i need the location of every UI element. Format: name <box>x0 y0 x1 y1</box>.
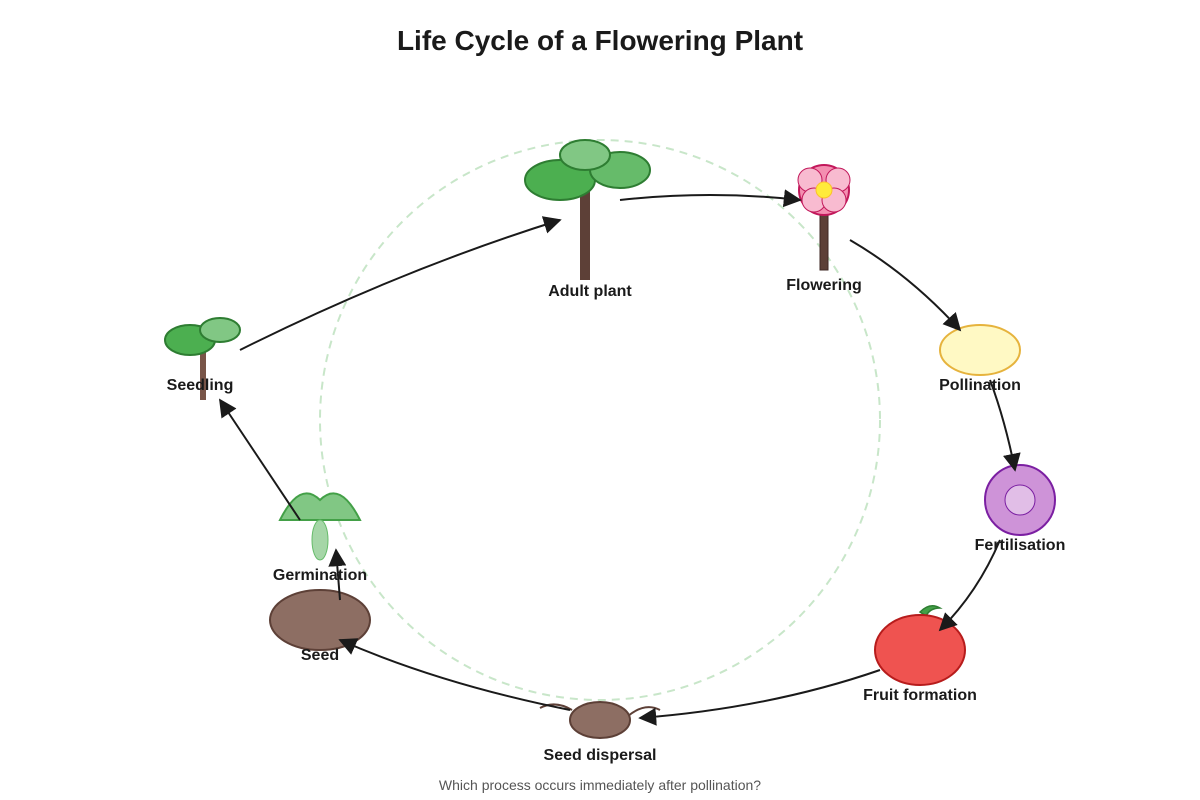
diagram-title: Life Cycle of a Flowering Plant <box>397 25 803 56</box>
stage-label-seed: Seed <box>301 647 339 664</box>
stage-flowering: Flowering <box>786 164 862 294</box>
arrow-seed-to-germination <box>328 548 347 601</box>
seedling-leaf <box>199 317 241 343</box>
flower-stem <box>819 209 829 271</box>
germinating-seed-icon <box>278 492 362 561</box>
stage-label-germination: Germination <box>273 567 367 584</box>
arrow-dispersal-to-seed <box>338 638 571 711</box>
stage-fruit-formation: Fruit formation <box>863 605 977 704</box>
arrow-seedling-to-adult <box>239 216 562 351</box>
seed-wing <box>627 706 661 717</box>
arrow-fruit-to-dispersal <box>638 669 881 726</box>
ovule-inner <box>1004 484 1036 516</box>
seed-wing <box>539 703 573 711</box>
stage-label-fertilisation: Fertilisation <box>975 537 1066 554</box>
dispersal-seed-body <box>569 701 631 739</box>
cycle-arrows <box>219 189 1021 726</box>
stage-fertilisation: Fertilisation <box>975 464 1066 554</box>
stage-seed: Seed <box>269 589 371 664</box>
fruit-icon <box>874 605 966 686</box>
germination-shoot <box>311 519 329 561</box>
stage-label-flowering: Flowering <box>786 277 862 294</box>
cycle-guide-circle <box>319 139 881 701</box>
arrow-pollination-to-fertilisation <box>989 379 1021 472</box>
arrow-fertilisation-to-fruit <box>938 539 1001 632</box>
stage-label-seed-dispersal: Seed dispersal <box>544 747 657 764</box>
winged-seed-icon <box>539 701 661 739</box>
stage-label-adult-plant: Adult plant <box>548 283 632 300</box>
adult-plant-stem <box>580 180 590 280</box>
adult-plant-leaf <box>559 139 611 171</box>
arrow-germination-to-seedling <box>219 398 301 521</box>
germination-cotyledons <box>278 492 362 521</box>
stage-germination: Germination <box>273 492 367 584</box>
pollen-icon <box>939 324 1021 376</box>
seedling-icon <box>164 317 241 400</box>
arrow-flowering-to-pollination <box>849 239 962 332</box>
flower-center <box>815 181 833 199</box>
fruit-body <box>874 614 966 686</box>
stage-pollination: Pollination <box>939 324 1021 394</box>
stage-label-seedling: Seedling <box>167 377 234 394</box>
fruit-leaf <box>918 605 943 618</box>
flower-icon <box>797 164 851 271</box>
stage-label-pollination: Pollination <box>939 377 1021 394</box>
ovule-icon <box>984 464 1056 536</box>
stage-adult-plant: Adult plant <box>524 139 651 300</box>
stage-label-fruit-formation: Fruit formation <box>863 687 977 704</box>
stage-seedling: Seedling <box>164 317 241 400</box>
adult-plant-icon <box>524 139 651 280</box>
question-caption: Which process occurs immediately after p… <box>439 777 761 793</box>
stage-seed-dispersal: Seed dispersal <box>539 701 661 764</box>
seedling-stem <box>200 350 206 400</box>
arrow-adult-to-flowering <box>619 189 802 208</box>
seed-icon <box>269 589 371 651</box>
